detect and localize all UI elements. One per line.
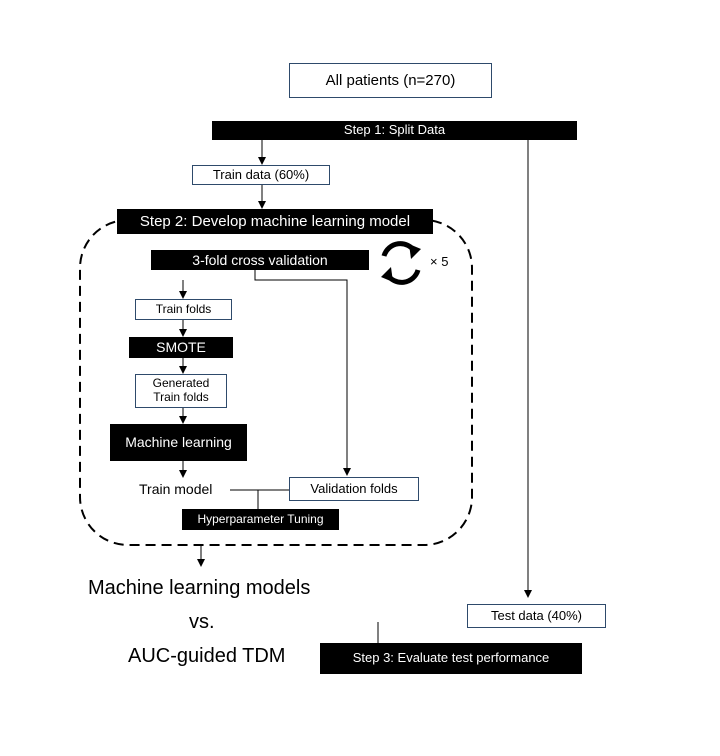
generated-label-line2: Train folds xyxy=(153,390,209,404)
machine-learning-bar: Machine learning xyxy=(110,424,247,461)
comparison-line1: Machine learning models xyxy=(88,577,311,599)
comparison-line3: AUC-guided TDM xyxy=(128,645,286,667)
cross-validation-bar: 3-fold cross validation xyxy=(151,250,369,270)
repeat-count: × 5 xyxy=(430,254,449,269)
step1-bar: Step 1: Split Data xyxy=(212,121,577,140)
generated-train-folds-box: Generated Train folds xyxy=(135,374,227,408)
train-data-box: Train data (60%) xyxy=(192,165,330,185)
hyperparameter-tuning-bar: Hyperparameter Tuning xyxy=(182,509,339,530)
test-data-box: Test data (40%) xyxy=(467,604,606,628)
generated-label-line1: Generated xyxy=(152,376,210,391)
validation-folds-box: Validation folds xyxy=(289,477,419,501)
comparison-line2: vs. xyxy=(189,611,215,633)
smote-bar: SMOTE xyxy=(129,337,233,358)
step3-bar: Step 3: Evaluate test performance xyxy=(320,643,582,674)
arrow-to-validation-folds xyxy=(254,270,351,476)
train-folds-box: Train folds xyxy=(135,299,232,320)
train-model-label: Train model xyxy=(139,481,213,497)
step2-bar: Step 2: Develop machine learning model xyxy=(117,209,433,234)
all-patients-box: All patients (n=270) xyxy=(289,63,492,98)
